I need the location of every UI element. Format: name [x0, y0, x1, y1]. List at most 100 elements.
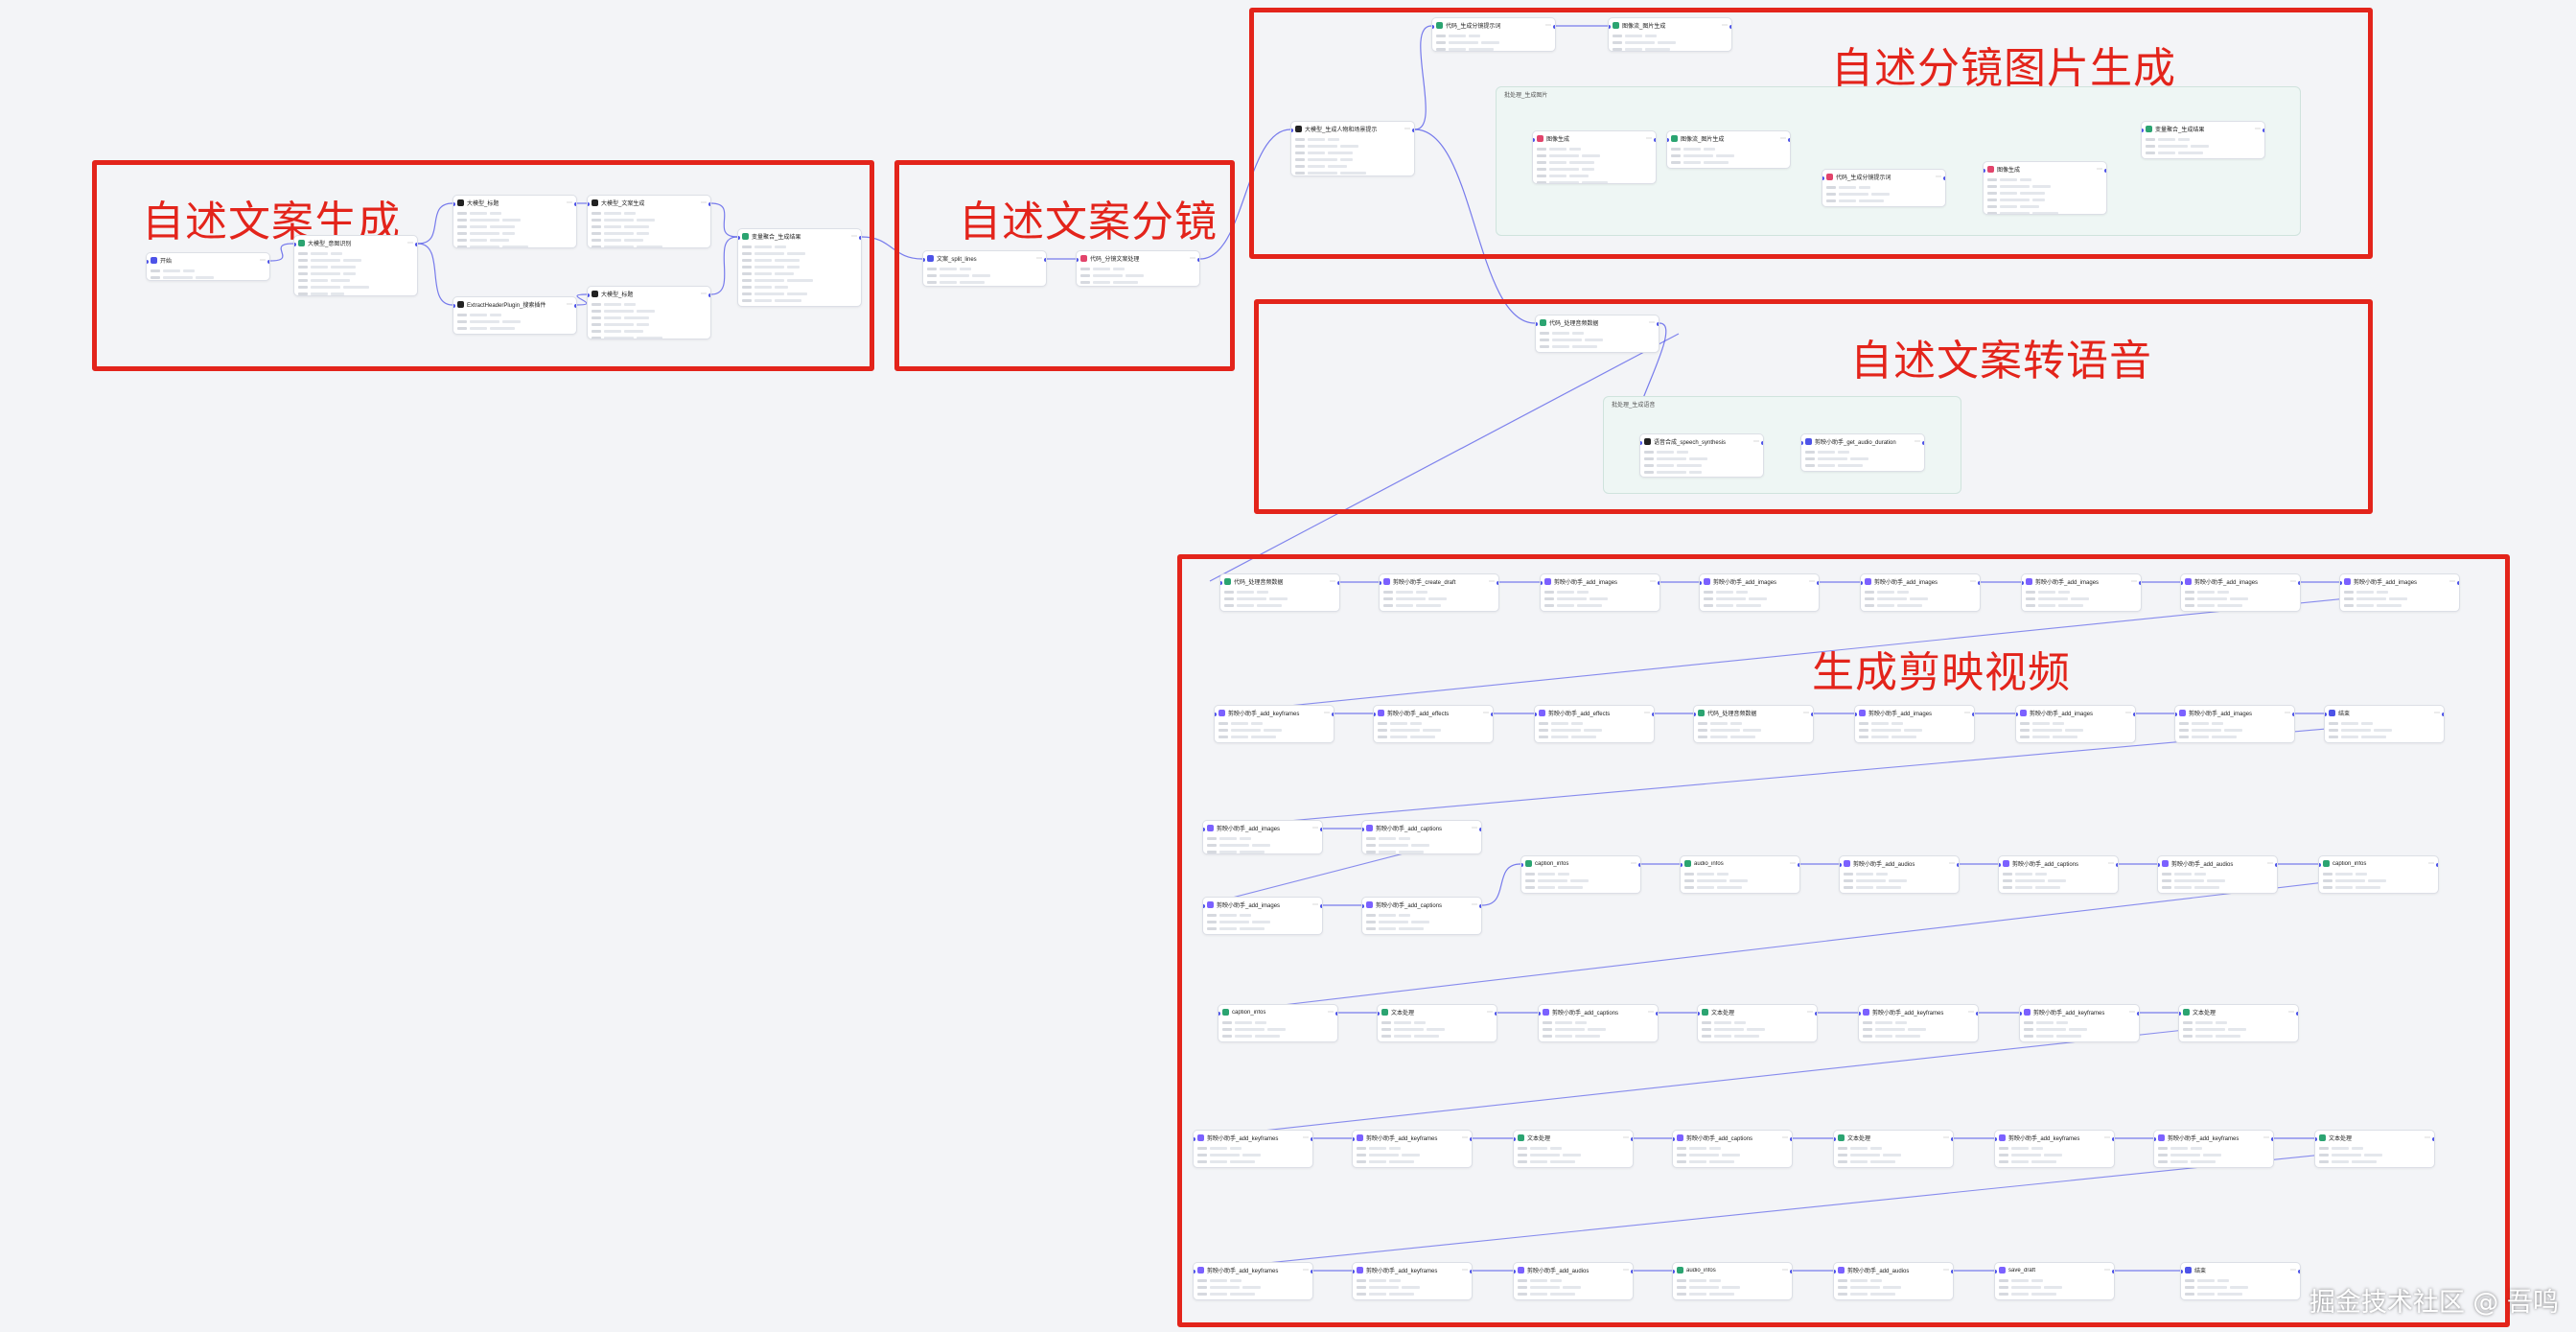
output-port[interactable] [1638, 863, 1640, 867]
input-port[interactable] [1984, 169, 1985, 173]
input-port[interactable] [147, 260, 149, 264]
output-port[interactable] [2292, 713, 2294, 716]
more-icon[interactable]: ⋯ [1949, 861, 1955, 867]
node-add-effects[interactable]: 剪映小助手_add_effects⋯ [1534, 705, 1655, 743]
node-add-captions[interactable]: 剪映小助手_add_captions⋯ [1538, 1004, 1659, 1042]
node-add-keyframes[interactable]: 剪映小助手_add_keyframes⋯ [2019, 1004, 2140, 1042]
more-icon[interactable]: ⋯ [1782, 1135, 1788, 1141]
node-add-keyframes[interactable]: 剪映小助手_add_keyframes⋯ [1352, 1130, 1473, 1168]
more-icon[interactable]: ⋯ [1648, 1010, 1654, 1016]
node-add-images[interactable]: 剪映小助手_add_images⋯ [1699, 573, 1820, 612]
node-audio-infos[interactable]: audio_infos⋯ [1680, 855, 1800, 894]
more-icon[interactable]: ⋯ [1487, 1010, 1493, 1016]
more-icon[interactable]: ⋯ [1936, 175, 1941, 180]
input-port[interactable] [2142, 129, 2144, 132]
output-port[interactable] [1817, 581, 1819, 585]
node-var-merge[interactable]: 变量聚合_生成结果⋯ [2141, 121, 2265, 159]
output-port[interactable] [859, 236, 861, 240]
node-code-audio[interactable]: 代码_处理音频数据⋯ [1219, 573, 1340, 612]
node-add-keyframes[interactable]: 剪映小助手_add_keyframes⋯ [1214, 705, 1334, 743]
more-icon[interactable]: ⋯ [851, 234, 857, 240]
output-port[interactable] [708, 202, 710, 206]
more-icon[interactable]: ⋯ [2104, 1135, 2110, 1141]
more-icon[interactable]: ⋯ [2285, 711, 2290, 716]
input-port[interactable] [588, 202, 590, 206]
more-icon[interactable]: ⋯ [1790, 861, 1796, 867]
more-icon[interactable]: ⋯ [1472, 826, 1477, 831]
output-port[interactable] [1335, 1012, 1337, 1016]
input-port[interactable] [2175, 713, 2177, 716]
input-port[interactable] [294, 243, 296, 246]
output-port[interactable] [1479, 828, 1481, 831]
output-port[interactable] [1798, 863, 1799, 867]
input-port[interactable] [1834, 1270, 1836, 1274]
input-port[interactable] [1541, 581, 1543, 585]
node-create-draft[interactable]: 剪映小助手_create_draft⋯ [1379, 573, 1499, 612]
node-add-images[interactable]: 剪映小助手_add_images⋯ [1854, 705, 1975, 743]
more-icon[interactable]: ⋯ [2290, 579, 2296, 585]
input-port[interactable] [1995, 1270, 1997, 1274]
node-add-audios[interactable]: 剪映小助手_add_audios⋯ [1513, 1262, 1634, 1300]
output-port[interactable] [1922, 441, 1924, 445]
output-port[interactable] [2271, 1137, 2273, 1141]
more-icon[interactable]: ⋯ [1803, 711, 1809, 716]
output-port[interactable] [1654, 138, 1656, 142]
output-port[interactable] [1943, 176, 1945, 180]
output-port[interactable] [1491, 713, 1493, 716]
more-icon[interactable]: ⋯ [1472, 902, 1477, 908]
output-port[interactable] [1470, 1270, 1472, 1274]
more-icon[interactable]: ⋯ [1809, 579, 1815, 585]
input-port[interactable] [1194, 1270, 1195, 1274]
node-img-gen[interactable]: 图像生成⋯ [1532, 130, 1657, 184]
input-port[interactable] [1694, 713, 1696, 716]
node-text-loop[interactable]: 文本处理⋯ [1833, 1130, 1954, 1168]
more-icon[interactable]: ⋯ [2425, 1135, 2430, 1141]
more-icon[interactable]: ⋯ [1462, 1135, 1468, 1141]
input-port[interactable] [1521, 863, 1523, 867]
input-port[interactable] [2319, 863, 2321, 867]
output-port[interactable] [574, 304, 576, 308]
node-jianying-audio[interactable]: 剪映小助手_get_audio_duration⋯ [1800, 433, 1925, 472]
output-port[interactable] [1631, 1270, 1633, 1274]
node-llm-b[interactable]: 大模型_文案生成⋯ [587, 195, 711, 248]
output-port[interactable] [1337, 581, 1339, 585]
node-img-loop[interactable]: 图像流_图片生成⋯ [1666, 130, 1791, 169]
more-icon[interactable]: ⋯ [1807, 1010, 1813, 1016]
input-port[interactable] [2154, 1137, 2156, 1141]
input-port[interactable] [1374, 713, 1376, 716]
more-icon[interactable]: ⋯ [1190, 256, 1195, 262]
node-end[interactable]: 结束⋯ [2324, 705, 2445, 743]
input-port[interactable] [2016, 713, 2018, 716]
input-port[interactable] [1861, 581, 1863, 585]
more-icon[interactable]: ⋯ [1324, 711, 1330, 716]
output-port[interactable] [2298, 581, 2300, 585]
input-port[interactable] [1995, 1137, 1997, 1141]
more-icon[interactable]: ⋯ [1943, 1268, 1949, 1274]
input-port[interactable] [1353, 1270, 1355, 1274]
more-icon[interactable]: ⋯ [2131, 579, 2137, 585]
more-icon[interactable]: ⋯ [407, 241, 413, 246]
more-icon[interactable]: ⋯ [2104, 1268, 2110, 1274]
node-add-images[interactable]: 剪映小助手_add_images⋯ [2180, 573, 2301, 612]
node-llm-intent[interactable]: 大模型_意图识别⋯ [293, 235, 418, 296]
output-port[interactable] [2263, 129, 2264, 132]
output-port[interactable] [1656, 1012, 1658, 1016]
output-port[interactable] [1320, 904, 1322, 908]
output-port[interactable] [267, 260, 269, 264]
input-port[interactable] [1203, 828, 1205, 831]
node-add-images[interactable]: 剪映小助手_add_images⋯ [2015, 705, 2136, 743]
input-port[interactable] [2158, 863, 2160, 867]
node-add-captions[interactable]: 剪映小助手_add_captions⋯ [1361, 897, 1482, 935]
input-port[interactable] [1855, 713, 1857, 716]
output-port[interactable] [1976, 1012, 1978, 1016]
node-start[interactable]: 开始⋯ [146, 252, 270, 281]
more-icon[interactable]: ⋯ [1915, 439, 1920, 445]
node-add-keyframes[interactable]: 剪映小助手_add_keyframes⋯ [1193, 1262, 1313, 1300]
input-port[interactable] [1609, 25, 1611, 29]
node-caption-infos[interactable]: caption_infos⋯ [1218, 1004, 1338, 1042]
more-icon[interactable]: ⋯ [1623, 1135, 1629, 1141]
input-port[interactable] [1535, 713, 1537, 716]
more-icon[interactable]: ⋯ [1722, 23, 1728, 29]
more-icon[interactable]: ⋯ [1623, 1268, 1629, 1274]
output-port[interactable] [2112, 1137, 2114, 1141]
